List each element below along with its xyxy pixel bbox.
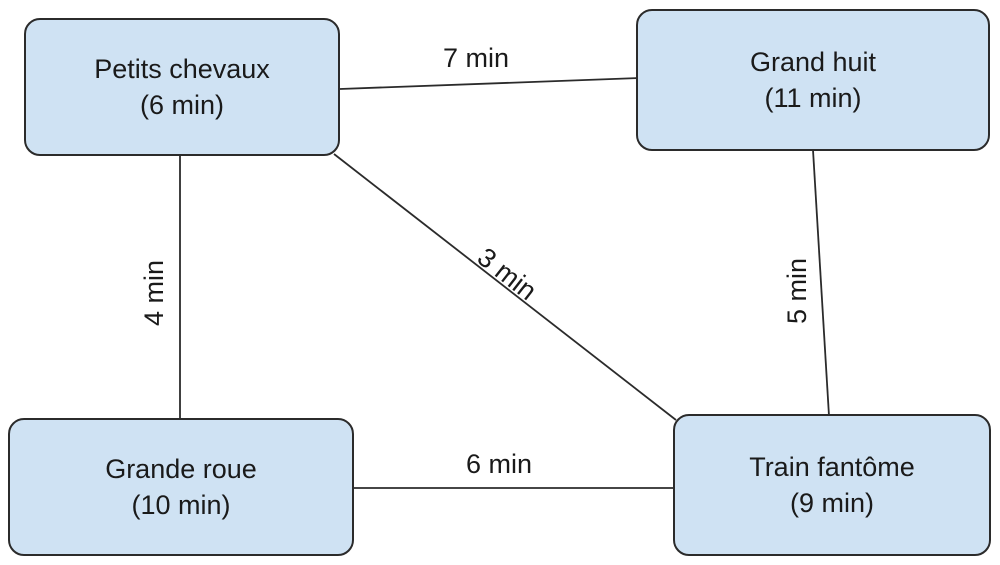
node-grande-roue-name: Grande roue [105, 454, 257, 484]
node-train-fantome-duration: (9 min) [789, 488, 874, 518]
node-grand-huit: Grand huit (11 min) [636, 9, 990, 151]
node-petits-chevaux-name: Petits chevaux [94, 54, 270, 84]
node-train-fantome-name: Train fantôme [749, 452, 915, 482]
node-grand-huit-duration: (11 min) [764, 83, 862, 113]
node-petits-chevaux: Petits chevaux (6 min) [24, 18, 340, 156]
node-train-fantome: Train fantôme (9 min) [673, 414, 991, 556]
edge-petits-chevaux-train-fantome [333, 153, 677, 421]
edge-label-petits-chevaux-grande-roue: 4 min [139, 259, 170, 327]
edge-grand-huit-train-fantome [812, 149, 830, 417]
node-grande-roue-duration: (10 min) [131, 490, 231, 520]
node-grande-roue: Grande roue (10 min) [8, 418, 354, 556]
node-petits-chevaux-duration: (6 min) [139, 90, 224, 120]
edge-petits-chevaux-grand-huit [339, 77, 641, 90]
edge-label-grand-huit-train-fantome: 5 min [782, 257, 813, 325]
edge-label-petits-chevaux-grand-huit: 7 min [443, 43, 510, 73]
edge-label-grande-roue-train-fantome: 6 min [466, 449, 533, 479]
node-grand-huit-name: Grand huit [749, 47, 877, 77]
